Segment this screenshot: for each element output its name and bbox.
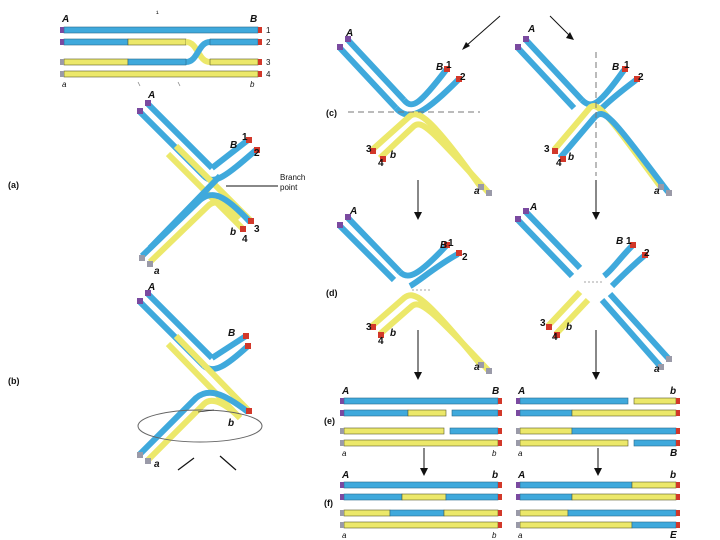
top-label-a: a: [62, 80, 67, 89]
cr-label-b: b: [568, 152, 574, 163]
el-label-A: A: [341, 386, 349, 397]
panel-c-right: A B 1 2 3 b 4 a: [515, 24, 672, 197]
panel-label-c: (c): [326, 108, 337, 118]
dr-label-1: 1: [626, 236, 632, 247]
dl-label-1: 1: [448, 238, 454, 249]
top-label-1: 1: [266, 26, 271, 35]
er-label-b: b: [670, 386, 676, 397]
top-label-4: 4: [266, 70, 271, 79]
b-label-B: B: [228, 328, 235, 339]
dl-label-2: 2: [462, 252, 468, 263]
cl-label-4: 4: [378, 158, 384, 169]
dl-label-4: 4: [378, 336, 384, 347]
a-label-3: 3: [254, 224, 260, 235]
top-label-b: b: [250, 80, 255, 89]
fl-label-b: b: [492, 470, 498, 481]
fl-label-A: A: [341, 470, 349, 481]
cr-label-4: 4: [556, 158, 562, 169]
dr-label-B: B: [616, 236, 623, 247]
el-label-B: B: [492, 386, 499, 397]
top-label-3: 3: [266, 58, 271, 67]
a-label-A: A: [147, 90, 155, 101]
branch-point-label-2: point: [280, 183, 298, 192]
dl-label-A: A: [349, 206, 357, 217]
er-label-a: a: [518, 449, 523, 458]
panel-f-right: A b a E: [516, 470, 680, 540]
fr-label-b: b: [670, 470, 676, 481]
panel-d-right: A B 1 2 3 b 4 a: [515, 202, 672, 375]
panel-label-a: (a): [8, 180, 19, 190]
fl-label-a: a: [342, 531, 347, 540]
dr-label-b: b: [566, 322, 572, 333]
a-label-a: a: [154, 266, 160, 277]
dl-label-b: b: [390, 328, 396, 339]
panel-d-left: A B 1 2 3 b 4 a: [337, 206, 492, 374]
cr-label-3: 3: [544, 144, 550, 155]
top-label-2: 2: [266, 38, 271, 47]
cl-label-A: A: [345, 28, 353, 39]
dl-label-B: B: [440, 240, 447, 251]
cr-label-a: a: [654, 186, 660, 197]
dr-label-3: 3: [540, 318, 546, 329]
panel-b-junction: A B b a: [137, 282, 263, 471]
flow-arrows: [414, 15, 602, 476]
panel-a-junction: A B 1 2 b 3 4 a Branch point: [137, 90, 305, 277]
a-label-1: 1: [242, 132, 248, 143]
panel-label-f: (f): [324, 498, 333, 508]
b-label-A: A: [147, 282, 155, 293]
top-label-tick: ¹: [156, 9, 159, 18]
a-label-4: 4: [242, 234, 248, 245]
top-label-B: B: [250, 14, 257, 25]
top-label-A: A: [61, 14, 69, 25]
b-label-a: a: [154, 459, 160, 470]
branch-point-label-1: Branch: [280, 173, 305, 182]
dl-label-a: a: [474, 362, 480, 373]
cr-label-B: B: [612, 62, 619, 73]
cr-label-1: 1: [624, 60, 630, 71]
top-strands: A ¹ B 1 2 3 4 a b: [60, 9, 271, 89]
panel-e-left: A B a b: [340, 386, 502, 458]
fr-label-a: a: [518, 531, 523, 540]
fr-label-B: E: [670, 530, 677, 540]
panel-c-left: A B 1 2 3 b 4 a: [337, 28, 492, 197]
cr-label-2: 2: [638, 72, 644, 83]
dr-label-4: 4: [552, 332, 558, 343]
b-label-b: b: [228, 418, 234, 429]
el-label-a: a: [342, 449, 347, 458]
fr-label-A: A: [517, 470, 525, 481]
a-label-B: B: [230, 140, 237, 151]
panel-label-b: (b): [8, 376, 20, 386]
a-label-2: 2: [254, 148, 260, 159]
panel-f-left: A b a b: [340, 470, 502, 540]
panel-label-e: (e): [324, 416, 335, 426]
cl-label-a: a: [474, 186, 480, 197]
cr-label-A: A: [527, 24, 535, 35]
dr-label-A: A: [529, 202, 537, 213]
cl-label-B: B: [436, 62, 443, 73]
cl-label-2: 2: [460, 72, 466, 83]
el-label-b: b: [492, 449, 497, 458]
dr-label-a: a: [654, 364, 660, 375]
fl-label-b2: b: [492, 531, 497, 540]
dl-label-3: 3: [366, 322, 372, 333]
er-label-B: B: [670, 448, 677, 459]
a-label-b: b: [230, 227, 236, 238]
cl-label-1: 1: [446, 60, 452, 71]
panel-e-right: A b a B: [516, 386, 680, 459]
cl-label-3: 3: [366, 144, 372, 155]
cl-label-b: b: [390, 150, 396, 161]
er-label-A: A: [517, 386, 525, 397]
panel-label-d: (d): [326, 288, 338, 298]
dr-label-2: 2: [644, 248, 650, 259]
